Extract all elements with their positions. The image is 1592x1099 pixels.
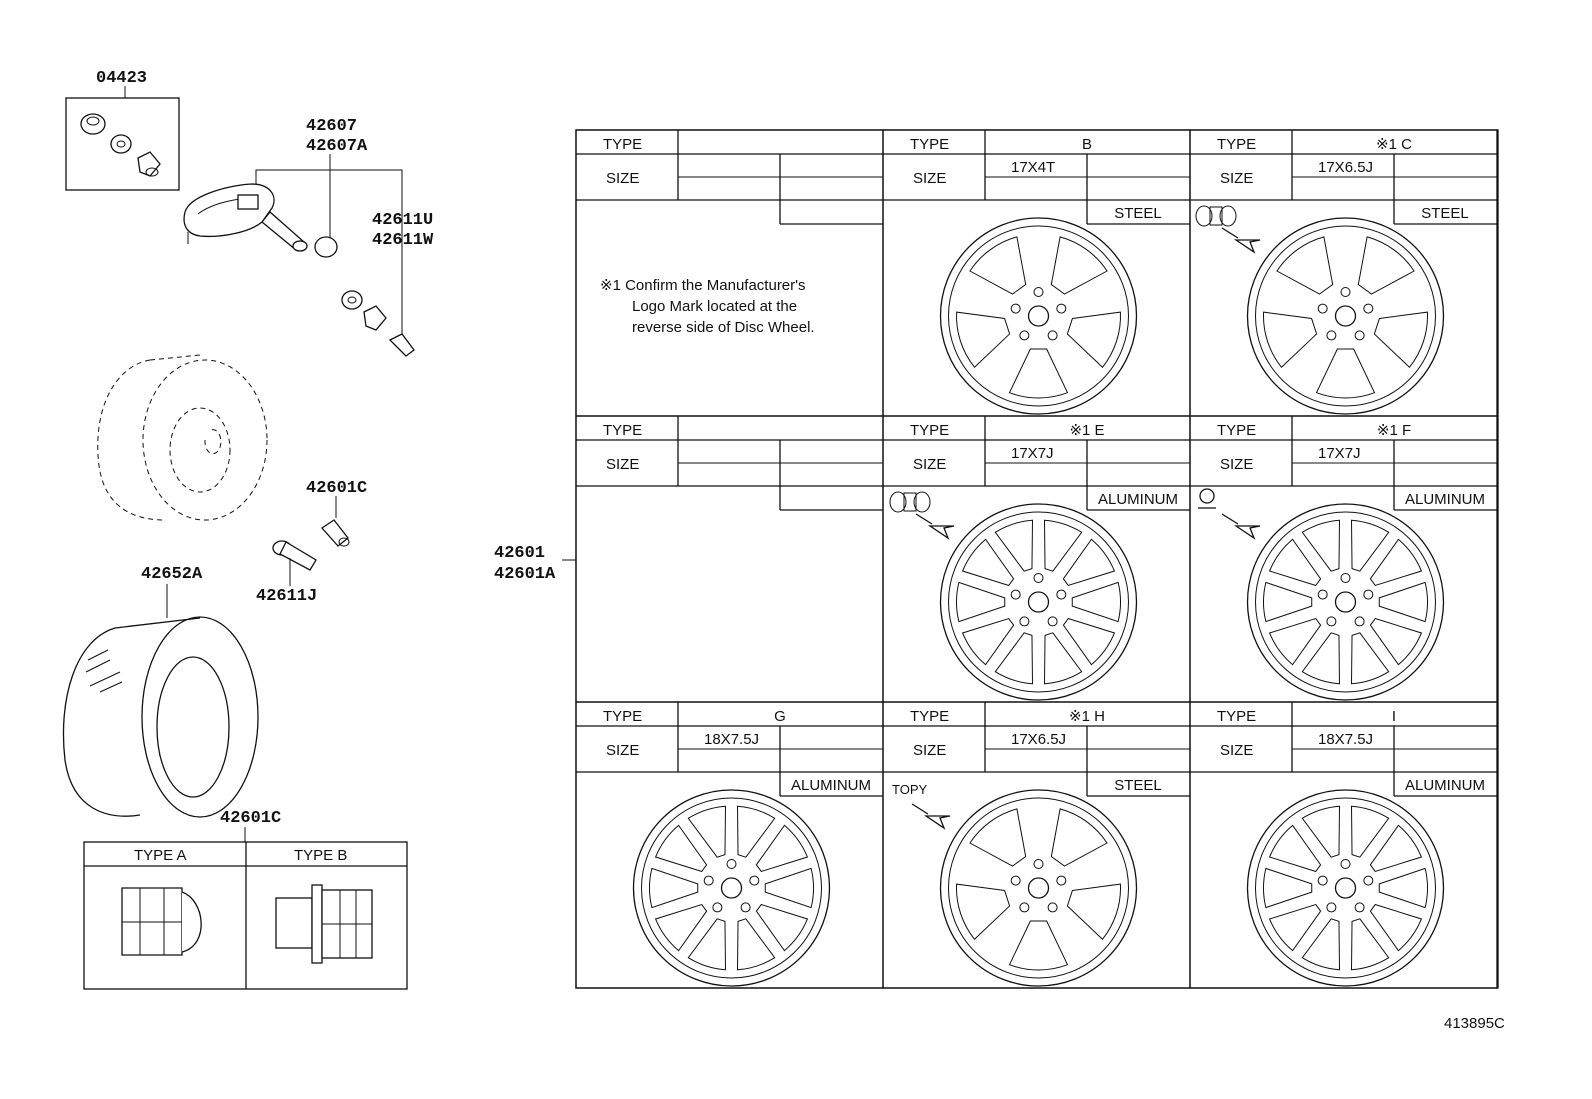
type-label: TYPE bbox=[910, 422, 949, 439]
wheel-cell-6: TYPE SIZE ※1 F 17X7J ALUMINUM bbox=[1189, 415, 1498, 703]
type-label: TYPE bbox=[603, 708, 642, 725]
wheel-cell-9: TYPE SIZE I 18X7.5J ALUMINUM bbox=[1189, 701, 1498, 989]
topy-logo-label: TOPY bbox=[892, 782, 927, 797]
nut-type-a-label: TYPE A bbox=[134, 847, 187, 864]
wheel-type-value: G bbox=[774, 708, 786, 725]
part-number-42601C-bottom: 42601C bbox=[220, 809, 281, 828]
lug-nut-small-icon bbox=[321, 519, 350, 547]
logo-arrow-icon-c bbox=[1221, 227, 1261, 254]
tpms-sensor-icon bbox=[183, 183, 415, 357]
logo-mark-icon-e bbox=[889, 491, 931, 513]
size-label: SIZE bbox=[606, 456, 639, 473]
size-label: SIZE bbox=[913, 742, 946, 759]
logo-arrow-icon-h bbox=[911, 803, 951, 830]
size-label: SIZE bbox=[606, 742, 639, 759]
wheel-dashed-icon bbox=[97, 354, 268, 521]
part-number-42652A: 42652A bbox=[141, 565, 203, 584]
wheel-material-value: ALUMINUM bbox=[1098, 491, 1178, 508]
logo-mark-icon-c bbox=[1195, 205, 1237, 227]
wheel-f-aluminum-icon bbox=[1246, 503, 1445, 701]
wheel-type-value: B bbox=[1082, 136, 1092, 153]
valve-cap-kit-box bbox=[65, 97, 180, 191]
type-label: TYPE bbox=[603, 136, 642, 153]
wheel-c-steel-icon bbox=[1246, 217, 1445, 415]
type-label: TYPE bbox=[1217, 708, 1256, 725]
wheel-cell-5: TYPE SIZE ※1 E 17X7J ALUMINUM bbox=[882, 415, 1191, 703]
logo-arrow-icon-f bbox=[1221, 513, 1261, 540]
part-number-42601C-top: 42601C bbox=[306, 479, 367, 498]
wheel-cell-1: TYPE SIZE bbox=[575, 129, 884, 417]
logo-note-line-2: Logo Mark located at the bbox=[632, 298, 797, 315]
wheel-cell-7: TYPE SIZE G 18X7.5J ALUMINUM bbox=[575, 701, 884, 989]
wheel-type-value: I bbox=[1392, 708, 1396, 725]
wheel-type-value: ※1 C bbox=[1376, 136, 1412, 153]
wheel-material-value: STEEL bbox=[1114, 777, 1162, 794]
size-label: SIZE bbox=[913, 170, 946, 187]
wheel-size-value: 18X7.5J bbox=[704, 731, 759, 748]
wheel-cell-4: TYPE SIZE bbox=[575, 415, 884, 703]
wheel-g-aluminum-icon bbox=[632, 789, 831, 987]
part-number-42611W: 42611W bbox=[372, 231, 434, 250]
type-label: TYPE bbox=[910, 136, 949, 153]
diagram-id: 413895C bbox=[1444, 1015, 1505, 1032]
wheel-h-steel-icon bbox=[939, 789, 1138, 987]
logo-note-line-3: reverse side of Disc Wheel. bbox=[632, 319, 815, 336]
logo-note-line-1: ※1 Confirm the Manufacturer's bbox=[600, 277, 806, 294]
wheel-type-value: ※1 H bbox=[1069, 708, 1105, 725]
valve-cap-kit-icon bbox=[80, 113, 161, 177]
wheel-size-value: 17X6.5J bbox=[1318, 159, 1373, 176]
type-label: TYPE bbox=[1217, 422, 1256, 439]
part-number-42607A: 42607A bbox=[306, 137, 368, 156]
wheel-size-value: 17X4T bbox=[1011, 159, 1055, 176]
wheel-size-value: 17X7J bbox=[1318, 445, 1361, 462]
wheel-material-value: STEEL bbox=[1114, 205, 1162, 222]
part-number-04423: 04423 bbox=[96, 69, 147, 88]
type-label: TYPE bbox=[603, 422, 642, 439]
size-label: SIZE bbox=[1220, 742, 1253, 759]
part-number-42607: 42607 bbox=[306, 117, 357, 136]
wheel-b-steel-icon bbox=[939, 217, 1138, 415]
logo-arrow-icon-e bbox=[915, 513, 955, 540]
wheel-size-value: 18X7.5J bbox=[1318, 731, 1373, 748]
nut-type-table: TYPE A TYPE B bbox=[83, 841, 408, 990]
type-label: TYPE bbox=[1217, 136, 1256, 153]
wheel-material-value: ALUMINUM bbox=[1405, 491, 1485, 508]
size-label: SIZE bbox=[1220, 456, 1253, 473]
wheel-material-value: ALUMINUM bbox=[1405, 777, 1485, 794]
wheel-material-value: ALUMINUM bbox=[791, 777, 871, 794]
nut-type-b-icon bbox=[275, 884, 373, 964]
part-number-42611J: 42611J bbox=[256, 587, 317, 606]
wheel-size-value: 17X7J bbox=[1011, 445, 1054, 462]
wheel-e-aluminum-icon bbox=[939, 503, 1138, 701]
valve-stem-icon bbox=[272, 540, 317, 571]
nut-type-a-icon bbox=[121, 887, 202, 956]
tire-icon bbox=[62, 616, 259, 818]
nut-type-b-label: TYPE B bbox=[294, 847, 347, 864]
size-label: SIZE bbox=[606, 170, 639, 187]
wheel-cell-2: TYPE SIZE B 17X4T STEEL bbox=[882, 129, 1191, 417]
part-number-42611U: 42611U bbox=[372, 211, 433, 230]
wheel-i-aluminum-icon bbox=[1246, 789, 1445, 987]
size-label: SIZE bbox=[1220, 170, 1253, 187]
part-number-42601: 42601 bbox=[494, 544, 545, 563]
wheel-type-value: ※1 E bbox=[1069, 422, 1104, 439]
wheel-type-value: ※1 F bbox=[1377, 422, 1411, 439]
type-label: TYPE bbox=[910, 708, 949, 725]
size-label: SIZE bbox=[913, 456, 946, 473]
logo-mark-icon-f bbox=[1198, 488, 1216, 509]
wheel-size-value: 17X6.5J bbox=[1011, 731, 1066, 748]
wheel-material-value: STEEL bbox=[1421, 205, 1469, 222]
part-number-42601A: 42601A bbox=[494, 565, 556, 584]
